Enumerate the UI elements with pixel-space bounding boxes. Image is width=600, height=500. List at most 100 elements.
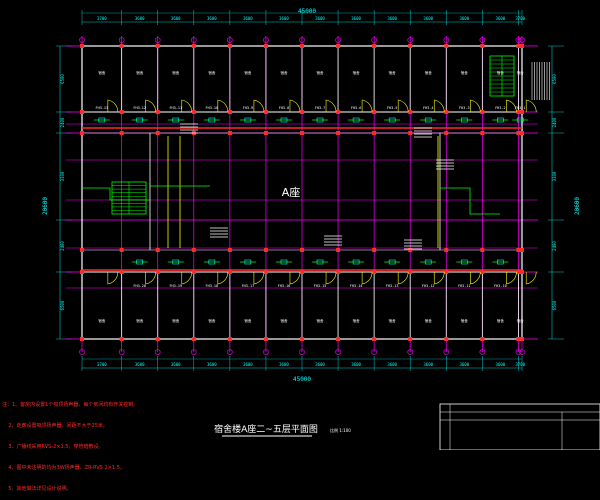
column [480,270,485,274]
unit-label: FH3-18 [206,284,219,288]
unit-label: FH3-5 [387,106,398,110]
room-label: 宿舍 [172,318,179,323]
dim-label: 3700 [515,16,525,21]
axis-bubble [335,37,341,43]
speaker-symbol [136,259,144,265]
column [372,110,377,114]
area-label: A座 [282,185,301,199]
column [444,44,449,48]
axis-bubble [154,37,161,43]
column [372,337,377,341]
column [300,110,304,114]
door-swing [145,271,157,285]
axis-bubble [118,37,125,43]
unit-label: FH3-2 [495,106,506,110]
speaker-symbol [388,259,396,265]
speaker-symbol [208,117,216,123]
speaker-symbol [280,117,288,123]
axis-bubble [443,349,450,355]
column [80,337,84,341]
speaker-symbol [388,117,396,123]
column [480,248,485,252]
dim-label: 3600 [387,362,397,367]
column [80,44,84,48]
column [155,131,160,135]
column [119,270,124,274]
dim-label: 3600 [459,16,469,21]
overall-dim-left: 20600 [42,197,49,215]
unit-label: FH3-20 [133,284,146,288]
dim-label: 3600 [315,16,325,21]
axis-bubble [479,37,486,43]
column [119,337,124,341]
door-swing [433,99,445,113]
unit-label: FH3-9 [243,106,254,110]
dim-label: 3700 [515,362,525,367]
door-swing [397,99,409,113]
column [227,110,232,114]
speaker-symbol [172,259,180,265]
room-label: 宿舍 [461,318,468,323]
dim-label: 3600 [496,16,506,21]
column [191,337,196,341]
column [444,270,449,274]
dimension-lines: 3700 3600 3600 3600 3600 3600 3600 3600 3600 3600… [56,10,564,371]
column [227,337,232,341]
note-line: 4、图中未注明的均为3W扬声器，ZR-RVS 2×1.5。 [2,465,125,471]
axis-bubble [191,349,197,355]
axis-bubble [299,349,305,355]
speaker-symbol [316,259,324,265]
axis-bubble [371,37,377,43]
door-swing [433,271,445,285]
door-swing [289,99,301,113]
room-label: 宿舍 [517,70,525,75]
unit-label: FH3-10 [494,284,507,288]
dim-label: 3600 [243,16,253,21]
dim-label: 3600 [135,362,145,367]
speaker-symbol [352,117,360,123]
column [227,270,232,274]
axis-bubble [79,37,85,43]
column [300,44,304,48]
column [480,110,485,114]
door-swing [253,271,265,285]
column [516,337,521,341]
column [263,270,268,274]
column [408,337,413,341]
unit-label: FH3-1 [515,106,526,110]
dim-label: 3600 [387,16,397,21]
column [336,248,341,252]
door-swing [253,99,265,113]
room-label: 宿舍 [208,318,215,323]
door-swing [506,99,517,113]
note-line: 注：1、客房内设置1个吸顶扬声器，每个房间均有开关控制。 [2,402,139,408]
design-notes: 注：1、客房内设置1个吸顶扬声器，每个房间均有开关控制。 2、走廊设置吸顶扬声器… [2,388,138,500]
room-label: 宿舍 [244,318,251,323]
room-label: 宿舍 [497,70,505,75]
unit-label: FH3-15 [314,284,327,288]
door-swing [217,271,229,285]
speaker-symbol [460,259,468,265]
dim-label: 3600 [459,362,469,367]
axis-bubble [118,349,125,355]
door-swing [525,271,537,285]
room-label: 宿舍 [172,70,179,75]
column [80,270,84,274]
room-label: 宿舍 [353,70,360,75]
dim-label: 3600 [243,362,253,367]
room-label: 宿舍 [208,70,215,75]
column [227,44,232,48]
speaker-symbol [136,117,144,123]
dim-label: 3100 [60,171,65,181]
door-swing [217,99,229,113]
column [520,131,524,135]
axis-bubble [335,349,341,355]
dim-label: 3600 [171,16,181,21]
door-swing [145,99,157,113]
drawing-background [0,0,600,450]
column [408,131,413,135]
dim-label: 3600 [496,362,506,367]
overall-dim-top: 45000 [298,8,316,15]
column [119,44,124,48]
dim-label: 3700 [97,362,107,367]
